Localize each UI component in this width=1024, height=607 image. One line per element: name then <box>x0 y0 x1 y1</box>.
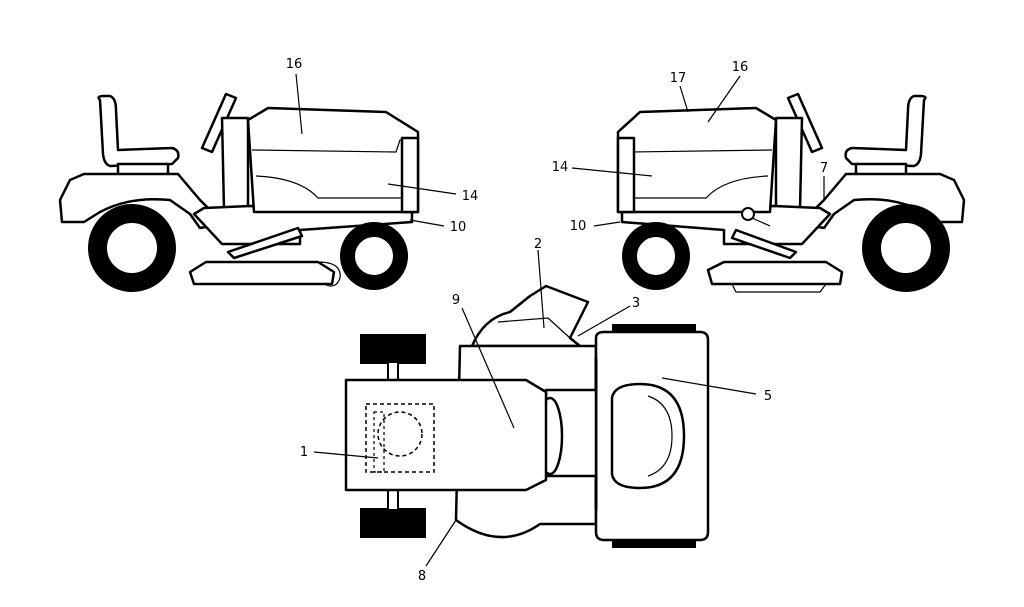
deck-chute-left <box>317 261 341 287</box>
callout-5: 5 <box>764 389 772 404</box>
front-hub-right <box>635 235 677 277</box>
leader-9 <box>461 307 515 429</box>
lift-knob-right <box>741 207 755 221</box>
deck-chute-right <box>731 283 827 293</box>
rear-hub-right <box>879 221 933 275</box>
callout-9: 9 <box>452 293 460 308</box>
tractor-left-side-view <box>58 92 420 292</box>
seat-left <box>97 94 180 168</box>
hood-right <box>616 106 778 214</box>
callout-17: 17 <box>670 71 687 86</box>
front-hub-left <box>353 235 395 277</box>
hood-contour-left <box>255 175 404 199</box>
engine-circle-top <box>377 411 423 457</box>
chute-edge-top <box>497 317 571 339</box>
grille-right <box>616 136 636 214</box>
leader-lines <box>295 73 825 567</box>
steering-wheel-right <box>786 92 824 154</box>
callout-8: 8 <box>418 569 426 584</box>
callout-3: 3 <box>632 296 640 311</box>
callout-16-right: 16 <box>732 60 749 75</box>
callout-10-left: 10 <box>450 220 467 235</box>
leader-8 <box>425 519 457 567</box>
seat-contour-top <box>647 395 673 477</box>
seat-top <box>610 382 686 490</box>
engine-side-top <box>373 411 385 473</box>
lift-link-left <box>226 226 304 260</box>
steering-column-right <box>774 116 804 212</box>
rear-fender-left <box>58 172 226 230</box>
steering-column-left <box>220 116 250 212</box>
front-axle-lower <box>387 489 399 511</box>
leader-10-right <box>593 221 621 227</box>
leader-5 <box>661 377 757 395</box>
callout-7: 7 <box>820 161 828 176</box>
callout-labels: 16 14 10 17 16 14 7 10 2 3 9 5 1 8 <box>286 57 828 584</box>
callout-14-left: 14 <box>462 189 479 204</box>
lift-lever-right <box>751 217 771 227</box>
callout-2: 2 <box>534 237 542 252</box>
lift-link-right <box>730 228 798 260</box>
rear-hub-left <box>105 221 159 275</box>
leader-16-right <box>707 75 741 123</box>
steering-wheel-left <box>200 92 238 154</box>
hood-contour-right <box>626 175 769 199</box>
leader-14-left <box>387 183 457 195</box>
engine-outline-top <box>365 403 435 473</box>
leader-14-right <box>571 167 653 177</box>
leader-17 <box>679 85 689 113</box>
callout-10-right: 10 <box>570 219 587 234</box>
leader-16-left <box>295 73 303 135</box>
leader-1 <box>313 451 379 459</box>
leader-2 <box>537 249 545 329</box>
leader-3 <box>577 305 631 337</box>
tractor-top-view <box>344 284 710 548</box>
grille-left <box>400 136 420 214</box>
mower-deck-left <box>188 260 336 286</box>
callout-14-right: 14 <box>552 160 569 175</box>
seat-right <box>844 94 927 168</box>
tractor-right-side-view <box>616 92 966 293</box>
hood-left <box>246 106 420 214</box>
leader-10-left <box>409 219 445 227</box>
callout-16-left: 16 <box>286 57 303 72</box>
callout-1: 1 <box>300 445 308 460</box>
discharge-chute-top <box>470 284 590 348</box>
front-tire-top-lower <box>360 508 426 538</box>
mower-deck-right <box>706 260 844 286</box>
front-tire-top-upper <box>360 334 426 364</box>
hood-top <box>344 378 548 492</box>
